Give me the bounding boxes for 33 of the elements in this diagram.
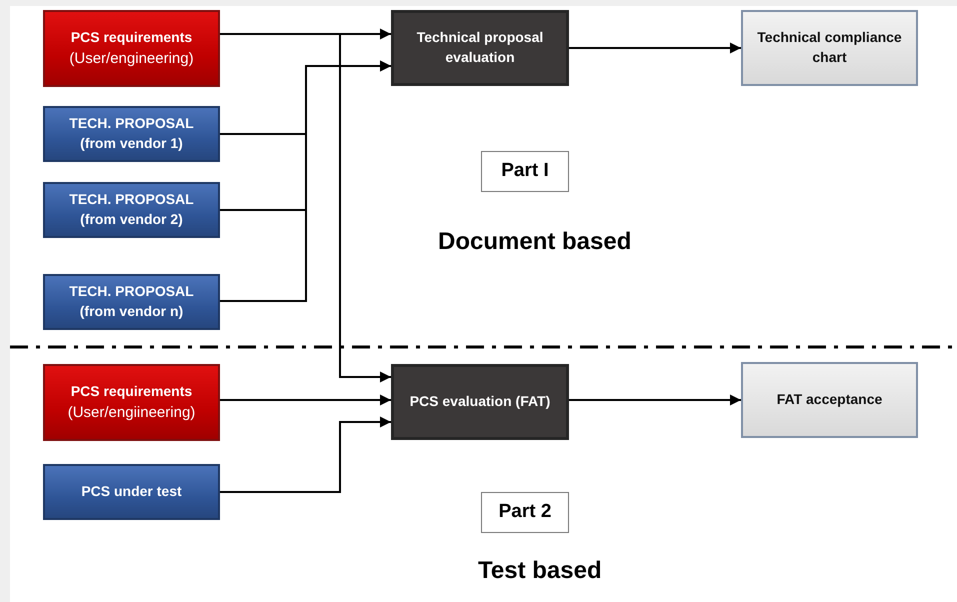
requirements-box bbox=[43, 364, 220, 441]
node-text: PCS evaluation (FAT) bbox=[410, 392, 550, 412]
node-text: FAT acceptance bbox=[776, 390, 882, 410]
arrow bbox=[220, 416, 391, 493]
section-caption: Document based bbox=[438, 228, 632, 256]
arrow bbox=[220, 60, 391, 302]
node-text: TECH. PROPOSAL (from vendor 2) bbox=[68, 190, 195, 229]
process-box bbox=[391, 10, 569, 86]
part-label-box bbox=[481, 151, 569, 192]
section-caption: Test based bbox=[478, 557, 602, 585]
node-text: Technical compliance chart bbox=[756, 28, 903, 67]
arrow bbox=[220, 394, 391, 406]
node-text: (User/engineering) bbox=[69, 48, 194, 69]
node-text: (User/engiineering) bbox=[68, 402, 196, 423]
requirements-box bbox=[43, 10, 220, 87]
output-box bbox=[741, 10, 918, 86]
node-text: PCS requirements bbox=[70, 28, 192, 48]
input-box bbox=[43, 106, 220, 162]
output-box bbox=[741, 362, 918, 438]
part-label-box bbox=[481, 492, 569, 533]
node-text: PCS under test bbox=[81, 482, 182, 502]
arrow bbox=[569, 394, 741, 406]
node-text: Part 2 bbox=[498, 500, 552, 524]
process-box bbox=[391, 364, 569, 440]
input-box bbox=[43, 274, 220, 330]
input-box bbox=[43, 464, 220, 520]
arrow bbox=[569, 42, 741, 54]
node-text: TECH. PROPOSAL (from vendor 1) bbox=[68, 114, 195, 153]
node-text: Part I bbox=[501, 159, 549, 184]
node-text: TECH. PROPOSAL (from vendor n) bbox=[68, 282, 195, 321]
node-text: Technical proposal evaluation bbox=[416, 28, 544, 67]
node-text: PCS requirements bbox=[70, 382, 192, 402]
input-box bbox=[43, 182, 220, 238]
